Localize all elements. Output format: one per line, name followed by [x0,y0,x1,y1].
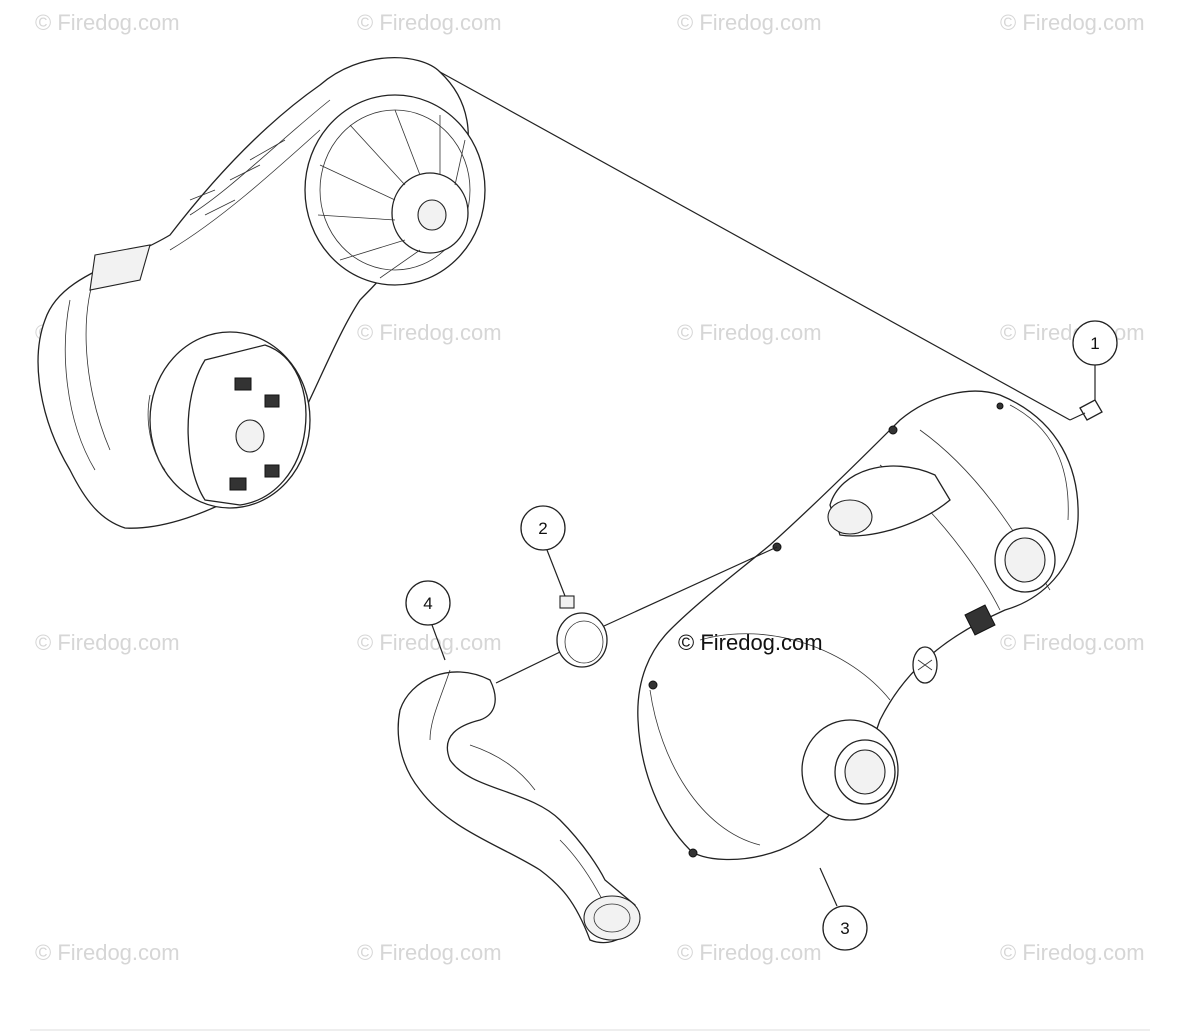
callout-label: 1 [1090,334,1099,353]
callout-label: 3 [840,919,849,938]
watermark: © Firedog.com [677,940,822,965]
callout-1[interactable]: 1 [1072,320,1118,400]
leader-line-bolt [439,71,1071,421]
watermark: © Firedog.com [357,630,502,655]
clamp [556,595,608,668]
leader-line-hose [495,651,561,684]
watermark: © Firedog.com [35,10,180,35]
outer-clutch-cover [637,390,1079,861]
watermark: © Firedog.com [35,630,180,655]
watermark: © Firedog.com [1000,320,1145,345]
callout-2[interactable]: 2 [520,505,566,597]
callout-4[interactable]: 4 [405,580,451,661]
leader-line-clamp [603,546,778,627]
callout-3[interactable]: 3 [819,867,868,951]
bolt [1069,399,1103,421]
watermark: © Firedog.com [1000,940,1145,965]
watermark-center: © Firedog.com [678,630,823,655]
intake-duct-hose [397,669,641,944]
watermark: © Firedog.com [1000,630,1145,655]
watermark: © Firedog.com [677,10,822,35]
inner-clutch-cover-assembly [37,57,486,529]
watermark: © Firedog.com [35,940,180,965]
watermark: © Firedog.com [1000,10,1145,35]
callout-label: 2 [538,519,547,538]
watermark: © Firedog.com [357,320,502,345]
watermark: © Firedog.com [677,320,822,345]
callout-label: 4 [423,594,432,613]
watermark: © Firedog.com [357,940,502,965]
watermark: © Firedog.com [357,10,502,35]
